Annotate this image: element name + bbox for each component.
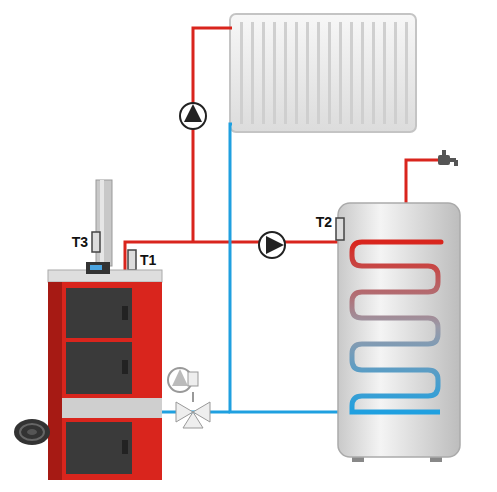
sensor-label: T1: [140, 253, 156, 267]
sensor-label: T3: [72, 235, 88, 249]
sensor-label: T2: [316, 215, 332, 229]
